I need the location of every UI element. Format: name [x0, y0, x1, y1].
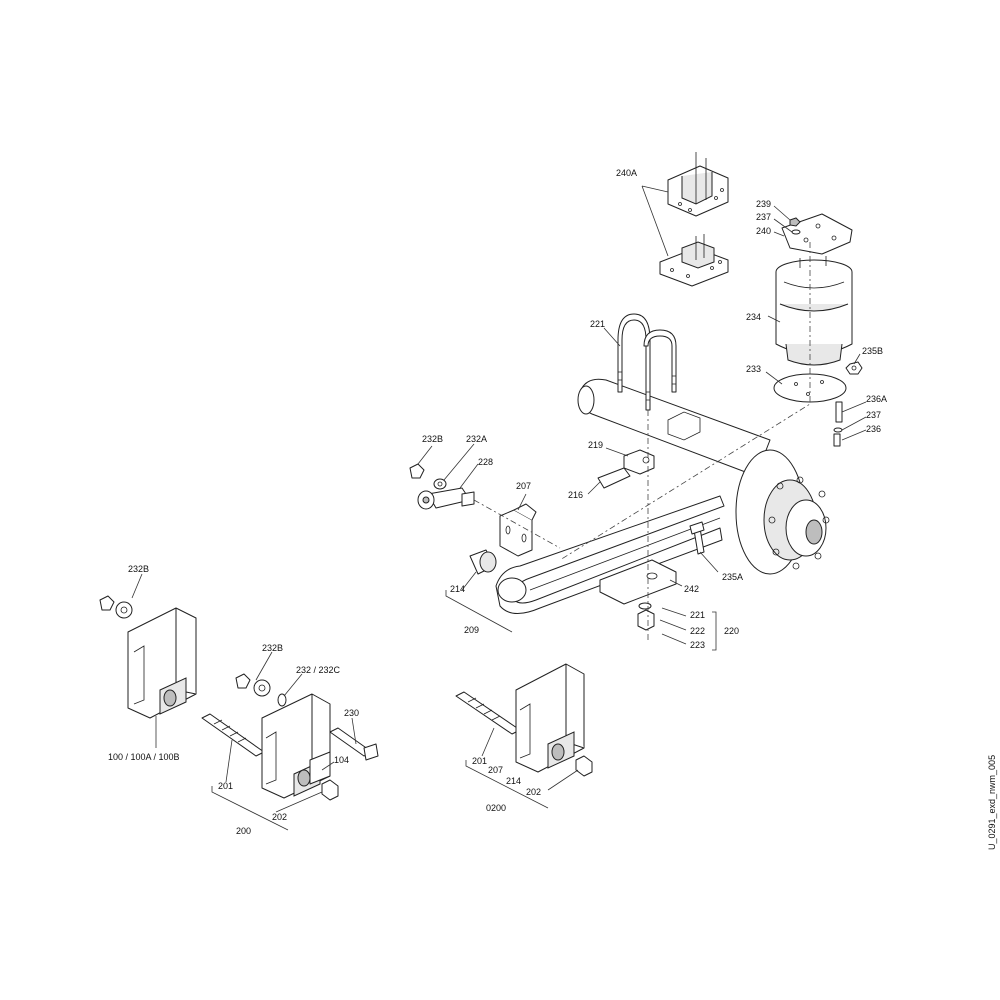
- label-202-left: 202: [272, 812, 287, 822]
- air-spring-234[interactable]: [775, 256, 853, 366]
- label-230: 230: [344, 708, 359, 718]
- label-207-bottom: 207: [488, 765, 503, 775]
- bushing-232-mid[interactable]: [253, 679, 271, 697]
- nut-232B[interactable]: [409, 463, 425, 479]
- bolt-201-mid[interactable]: [455, 691, 521, 735]
- label-232A: 232A: [466, 434, 487, 444]
- axle-tube[interactable]: [577, 378, 771, 477]
- label-232-232C: 232 / 232C: [296, 665, 341, 675]
- hanger-bracket-100[interactable]: [127, 607, 197, 719]
- label-221-ubolt: 221: [590, 319, 605, 329]
- label-228: 228: [478, 457, 493, 467]
- label-201-left: 201: [218, 781, 233, 791]
- bolt-236[interactable]: [833, 433, 841, 447]
- drawing-id: U_0291_exd_nwm_005: [987, 755, 997, 850]
- label-216: 216: [568, 490, 583, 500]
- bolt-236A[interactable]: [835, 401, 843, 423]
- bushing-232B-left[interactable]: [115, 601, 133, 619]
- label-0200: 0200: [486, 803, 506, 813]
- nut-232B-mid[interactable]: [235, 673, 251, 689]
- label-221-group: 221: [690, 610, 705, 620]
- label-201-mid: 201: [472, 756, 487, 766]
- label-235A: 235A: [722, 572, 743, 582]
- label-232B-mid: 232B: [262, 643, 283, 653]
- bolt-201-left[interactable]: [201, 713, 265, 757]
- washer-232A[interactable]: [433, 478, 447, 490]
- bolt-235A[interactable]: [689, 521, 705, 555]
- plate-104[interactable]: [309, 751, 331, 785]
- spring-seat-242[interactable]: [599, 559, 677, 605]
- label-232B-shock: 232B: [422, 434, 443, 444]
- bracket-240A-upper[interactable]: [667, 152, 729, 217]
- leaf-spring-209[interactable]: [495, 495, 725, 614]
- u-bolt-221-front[interactable]: [617, 313, 651, 411]
- label-236: 236: [866, 424, 881, 434]
- nut-202-mid[interactable]: [575, 755, 593, 777]
- label-235B: 235B: [862, 346, 883, 356]
- washer-237-top[interactable]: [791, 229, 801, 235]
- label-214-top: 214: [450, 584, 465, 594]
- washer-237-lower[interactable]: [833, 427, 843, 433]
- callout-labels: 240A 239 237 240 221 234 235B 233 236A 2…: [108, 168, 997, 850]
- bracket-207[interactable]: [499, 503, 537, 557]
- washer-222[interactable]: [638, 602, 652, 610]
- label-233: 233: [746, 364, 761, 374]
- hanger-bracket-0200[interactable]: [515, 663, 585, 773]
- label-219: 219: [588, 440, 603, 450]
- label-202-mid: 202: [526, 787, 541, 797]
- leader-lines: [131, 185, 867, 831]
- nut-202-left[interactable]: [321, 779, 339, 801]
- label-214-bottom: 214: [506, 776, 521, 786]
- axis-shock: [473, 499, 561, 549]
- label-200: 200: [236, 826, 251, 836]
- brake-drum-hub[interactable]: [735, 449, 830, 575]
- label-237-top: 237: [756, 212, 771, 222]
- label-104: 104: [334, 755, 349, 765]
- label-237-lower: 237: [866, 410, 881, 420]
- label-100: 100 / 100A / 100B: [108, 752, 180, 762]
- label-209: 209: [464, 625, 479, 635]
- nut-239[interactable]: [789, 217, 801, 227]
- shock-absorber-228[interactable]: [417, 487, 475, 510]
- label-232B-left: 232B: [128, 564, 149, 574]
- nut-232B-left[interactable]: [99, 595, 115, 611]
- u-bolt-221-rear[interactable]: [643, 329, 677, 393]
- bushing-214[interactable]: [469, 549, 497, 575]
- nut-235B[interactable]: [845, 361, 863, 375]
- nut-223[interactable]: [637, 609, 655, 631]
- hanger-bracket-200[interactable]: [261, 693, 331, 799]
- bolt-230[interactable]: [329, 727, 379, 761]
- label-234: 234: [746, 312, 761, 322]
- label-239: 239: [756, 199, 771, 209]
- label-240A: 240A: [616, 168, 637, 178]
- label-220: 220: [724, 626, 739, 636]
- plate-219[interactable]: [623, 449, 655, 475]
- washer-232C-mid[interactable]: [277, 693, 287, 707]
- label-207-top: 207: [516, 481, 531, 491]
- label-223: 223: [690, 640, 705, 650]
- top-plate-240[interactable]: [781, 213, 853, 255]
- label-240: 240: [756, 226, 771, 236]
- bracket-240A-lower[interactable]: [659, 234, 729, 287]
- label-222: 222: [690, 626, 705, 636]
- label-242: 242: [684, 584, 699, 594]
- plate-216[interactable]: [597, 467, 631, 489]
- label-236A: 236A: [866, 394, 887, 404]
